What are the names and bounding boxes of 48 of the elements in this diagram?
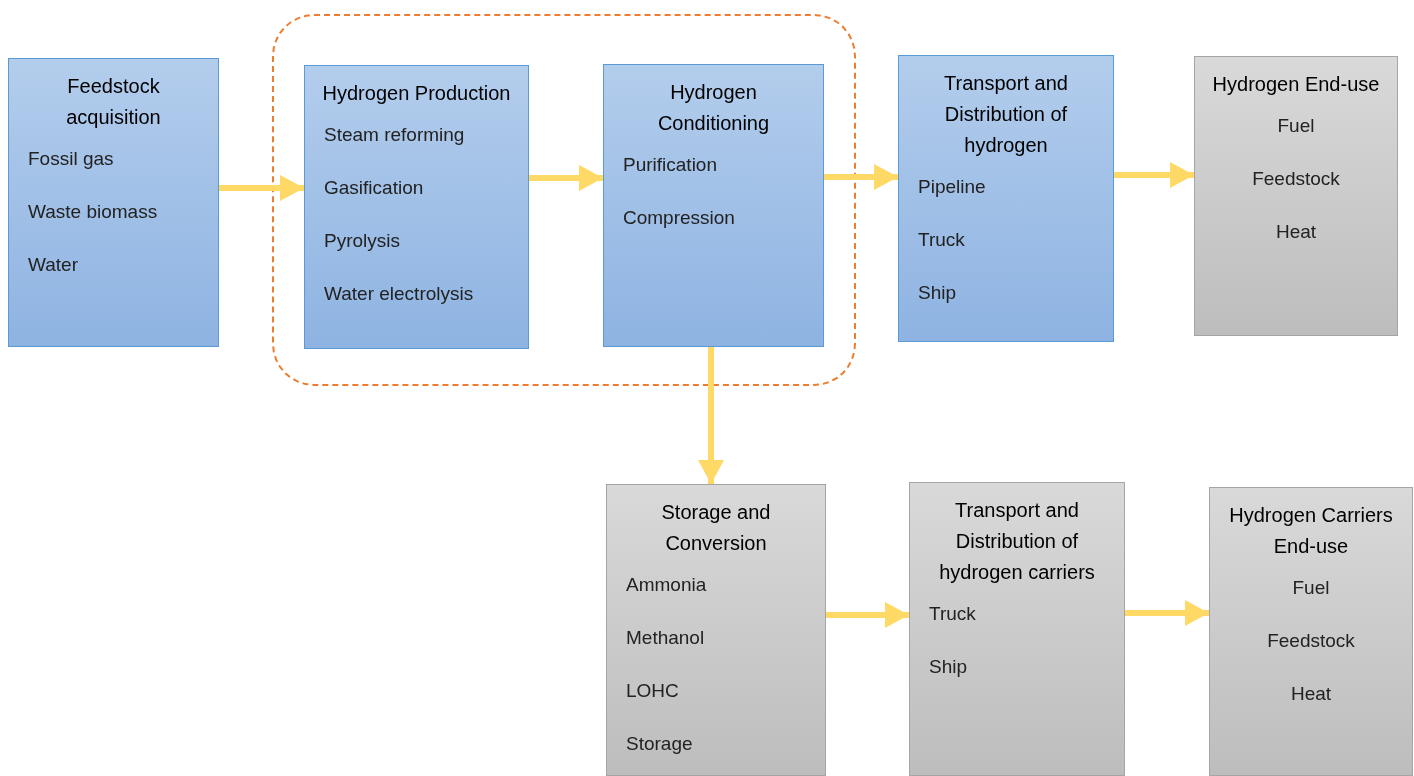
process-box <box>606 484 826 776</box>
arrow <box>1114 162 1194 188</box>
box-heading: Hydrogen End-use <box>1211 72 1381 97</box>
process-box <box>8 58 219 347</box>
list-item: Waste biomass <box>27 200 159 224</box>
process-box <box>603 64 824 347</box>
list-item: Gasification <box>323 176 425 200</box>
process-box <box>1194 56 1398 336</box>
process-box <box>909 482 1125 776</box>
list-item: Pipeline <box>917 175 987 199</box>
box-heading: Hydrogen Conditioning <box>656 80 771 136</box>
list-item: Fossil gas <box>27 147 115 171</box>
arrow <box>219 175 304 201</box>
box-heading: Hydrogen Production <box>321 81 512 106</box>
dashed-group-outline <box>272 14 856 386</box>
list-item: Truck <box>917 228 966 252</box>
box-heading: Feedstock acquisition <box>65 74 162 130</box>
list-item: Ship <box>928 655 969 679</box>
list-item: Compression <box>622 206 736 230</box>
list-item: LOHC <box>625 679 680 703</box>
arrow <box>826 602 909 628</box>
list-item: Truck <box>928 602 977 626</box>
list-item: Water electrolysis <box>323 282 475 306</box>
arrow <box>529 165 603 191</box>
list-item: Feedstock <box>1266 629 1356 653</box>
list-item: Steam reforming <box>323 123 466 147</box>
list-item: Ammonia <box>625 573 708 597</box>
list-item: Water <box>27 253 79 277</box>
box-heading: Transport and Distribution of hydrogen <box>943 71 1069 158</box>
list-item: Fuel <box>1276 114 1316 138</box>
box-heading: Hydrogen Carriers End-use <box>1228 503 1394 559</box>
process-box <box>898 55 1114 342</box>
arrow <box>698 347 724 484</box>
list-item: Storage <box>625 732 694 756</box>
box-heading: Storage and Conversion <box>660 500 772 556</box>
list-item: Methanol <box>625 626 706 650</box>
process-box <box>304 65 529 349</box>
arrow <box>1125 600 1209 626</box>
list-item: Purification <box>622 153 718 177</box>
list-item: Fuel <box>1291 576 1331 600</box>
list-item: Pyrolysis <box>323 229 401 253</box>
list-item: Feedstock <box>1251 167 1341 191</box>
list-item: Heat <box>1289 682 1333 706</box>
arrow <box>824 164 898 190</box>
box-heading: Transport and Distribution of hydrogen carriers <box>938 498 1096 585</box>
list-item: Ship <box>917 281 958 305</box>
list-item: Heat <box>1274 220 1318 244</box>
process-box <box>1209 487 1413 776</box>
